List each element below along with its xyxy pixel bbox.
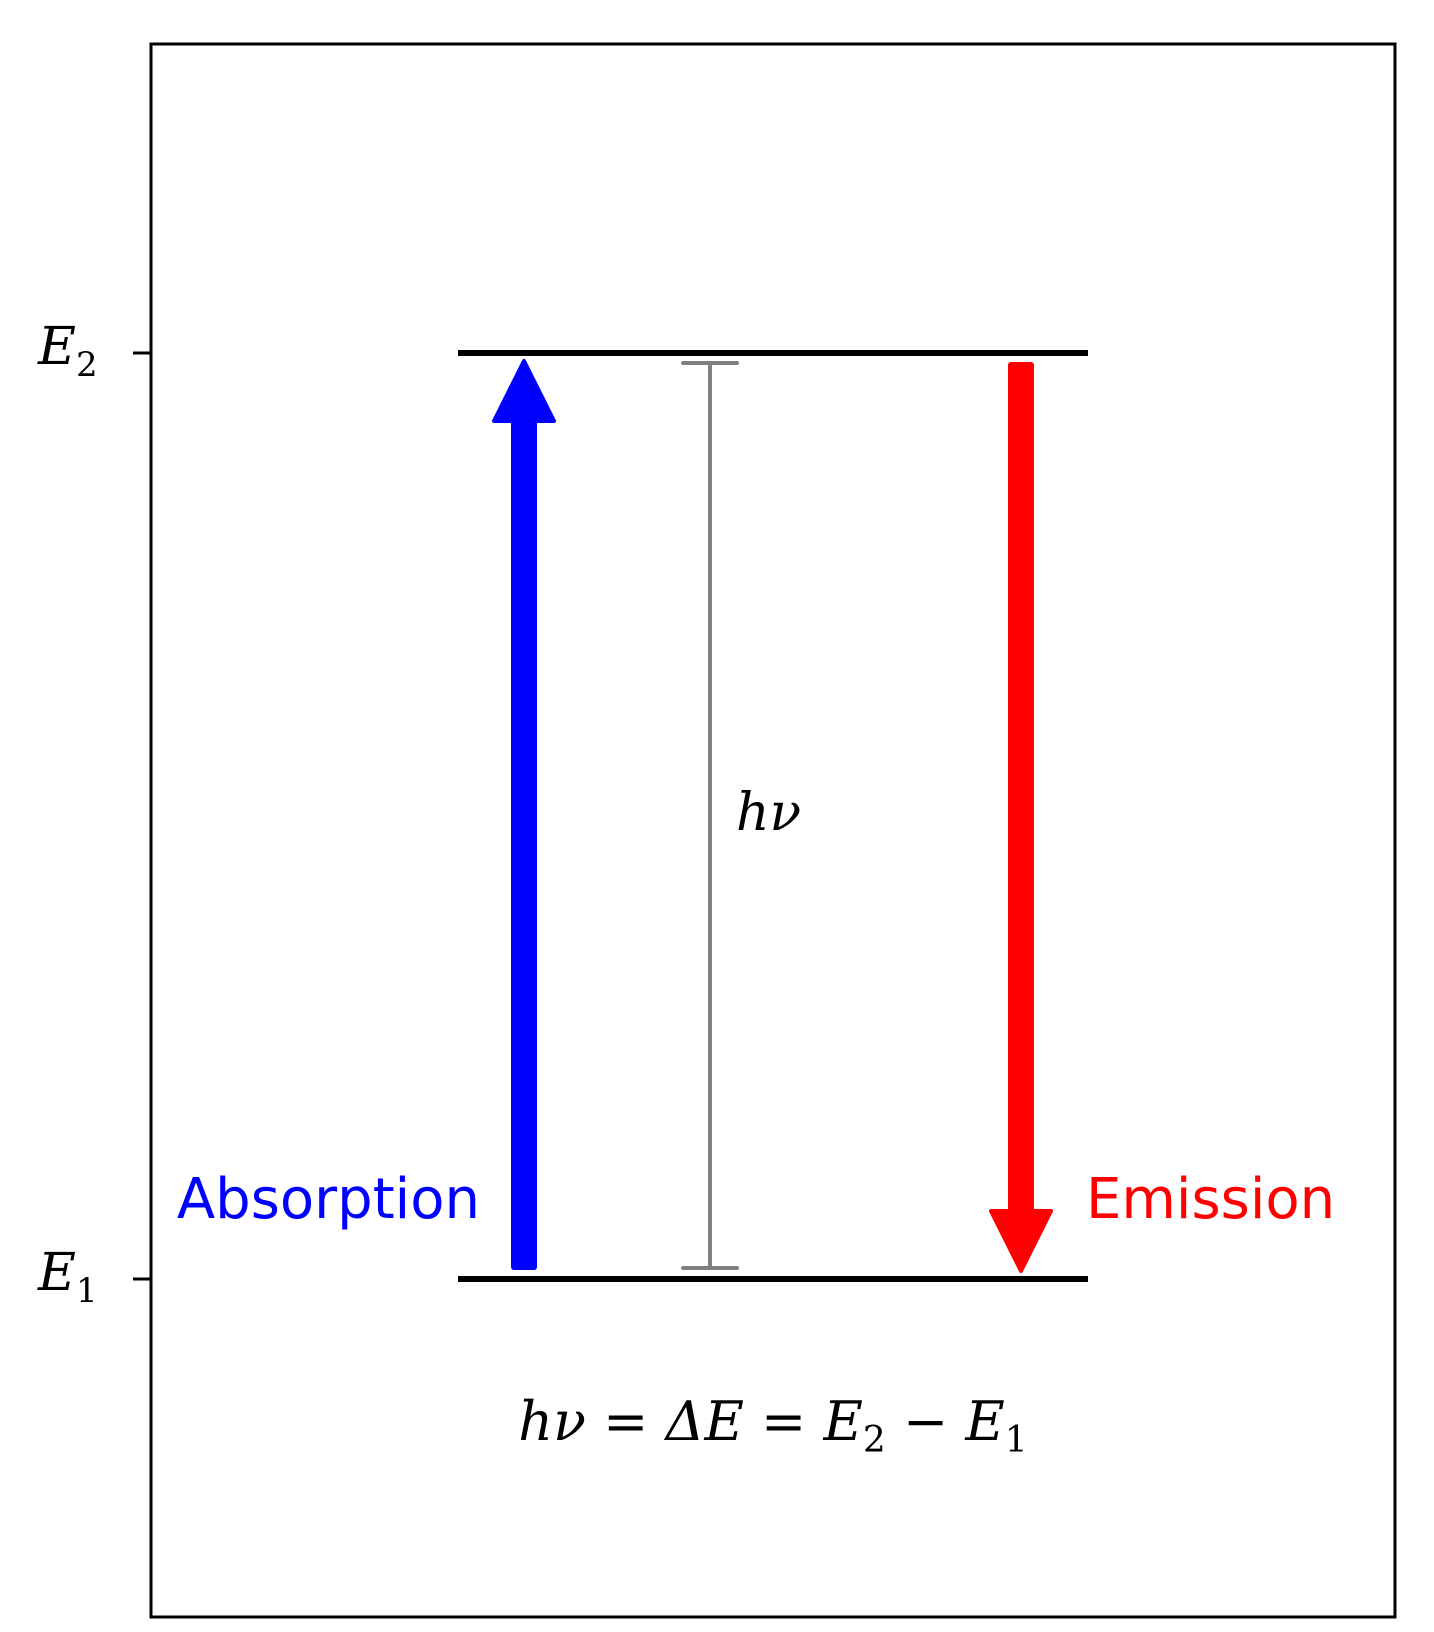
tick-label-upper: E2 <box>37 317 98 385</box>
emission-arrow <box>989 362 1053 1273</box>
energy-gap-bracket <box>681 361 739 1270</box>
emission-label: Emission <box>1086 1167 1335 1232</box>
absorption-arrow-head <box>492 359 556 423</box>
absorption-arrow <box>492 359 556 1270</box>
absorption-label: Absorption <box>177 1167 480 1232</box>
plot-frame <box>149 42 1397 1619</box>
energy-equation: hν = ΔE = E2 − E1 <box>518 1390 1027 1461</box>
tick-label-lower: E1 <box>37 1243 98 1311</box>
emission-arrow-shaft <box>1008 362 1034 1214</box>
energy-gap-label: hν <box>736 783 801 843</box>
absorption-arrow-shaft <box>511 418 537 1270</box>
emission-arrow-head <box>989 1209 1053 1273</box>
